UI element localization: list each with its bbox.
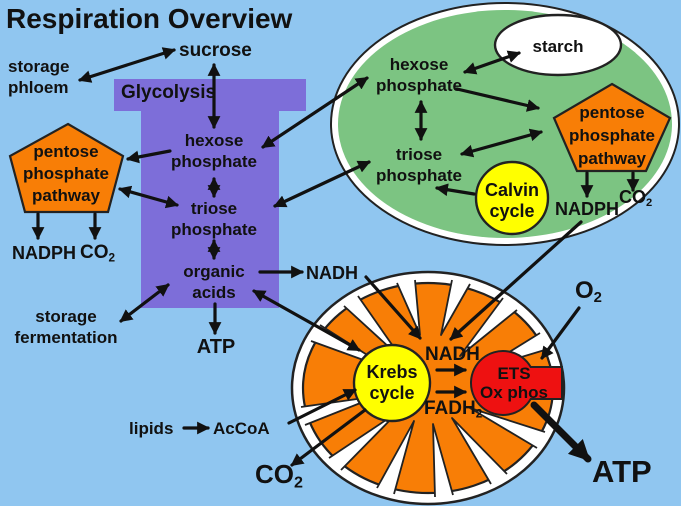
- chloroplast-pentose-pentagon: [552, 82, 672, 173]
- cytosol-pentose-pentagon: [8, 122, 125, 214]
- o2-label: O2: [575, 277, 602, 307]
- glycolysis-atp-label: ATP: [196, 336, 236, 358]
- arrow-chltriose-pentose: [460, 128, 543, 158]
- storage-fermentation-label: storage fermentation: [14, 307, 118, 347]
- atp-big-label: ATP: [592, 454, 652, 489]
- ets-oxphos-shape: [469, 350, 563, 416]
- mitochondrion-nadh-label: NADH: [425, 344, 480, 365]
- arrow-glyhexose-chlhexose: [261, 76, 369, 149]
- glycolysis-hexose-phosphate-label: hexose phosphate: [171, 131, 257, 171]
- sucrose-label: sucrose: [179, 40, 252, 61]
- co2-bottom-label: CO2: [255, 459, 303, 492]
- arrow-chlhexose-pentose: [455, 87, 540, 112]
- accoa-label: AcCoA: [213, 419, 270, 438]
- starch-label: starch: [532, 37, 584, 56]
- arrow-nadh-mito: [364, 275, 422, 340]
- arrow-phloem-sucrose: [78, 47, 176, 83]
- calvin-cycle-label: Calvin cycle: [484, 180, 540, 221]
- arrow-krebs-co2: [290, 408, 367, 467]
- arrow-organic-krebs: [252, 289, 361, 352]
- chloroplast-triose-phosphate-label: triose phosphate: [376, 145, 462, 185]
- storage-phloem-label: storage phloem: [8, 57, 70, 97]
- starch-granule-shape: [493, 13, 623, 77]
- krebs-cycle-label: Krebs cycle: [366, 362, 418, 403]
- arrow-hexose-pentose: [126, 149, 172, 164]
- arrow-accoa-krebs: [287, 388, 357, 425]
- page-title: Respiration Overview: [6, 3, 293, 34]
- chloroplast-hexose-phosphate-label: hexose phosphate: [376, 55, 462, 95]
- arrow-o2-ets: [540, 306, 581, 360]
- glycolysis-organic-acids-label: organic acids: [183, 262, 245, 302]
- cytosol-pentose-pathway-label: pentose phosphate pathway: [23, 142, 109, 205]
- arrow-calvin-triose: [435, 183, 476, 197]
- arrow-pentose-triose: [118, 185, 179, 209]
- arrows-layer: [31, 47, 640, 467]
- cytosol-nadh-label: NADH: [306, 263, 358, 283]
- fadh2-label: FADH2: [424, 398, 483, 421]
- calvin-cycle-shape: [474, 160, 550, 236]
- arrow-glytriose-chltriose: [273, 160, 371, 208]
- cytosol-co2-label: CO2: [80, 242, 116, 265]
- chloroplast-nadph-label: NADPH: [555, 199, 620, 219]
- glycolysis-triose-phosphate-label: triose phosphate: [171, 199, 257, 239]
- arrow-organic-fermentation: [119, 283, 170, 323]
- lipids-label: lipids: [129, 419, 174, 438]
- arrow-nadph-mito: [449, 220, 583, 341]
- arrow-ets-atp: [530, 401, 592, 463]
- arrow-chlhexose-starch: [463, 50, 521, 75]
- chloroplast-co2-label: CO2: [619, 187, 653, 210]
- chloroplast-pentose-pathway-label: pentose phosphate pathway: [569, 103, 655, 168]
- glycolysis-title: Glycolysis: [121, 82, 217, 103]
- krebs-cycle-shape: [352, 343, 432, 423]
- bottom-border: [0, 506, 681, 511]
- ets-oxphos-label: ETS Ox phos: [479, 364, 548, 402]
- cytosol-nadph-label: NADPH: [12, 243, 77, 263]
